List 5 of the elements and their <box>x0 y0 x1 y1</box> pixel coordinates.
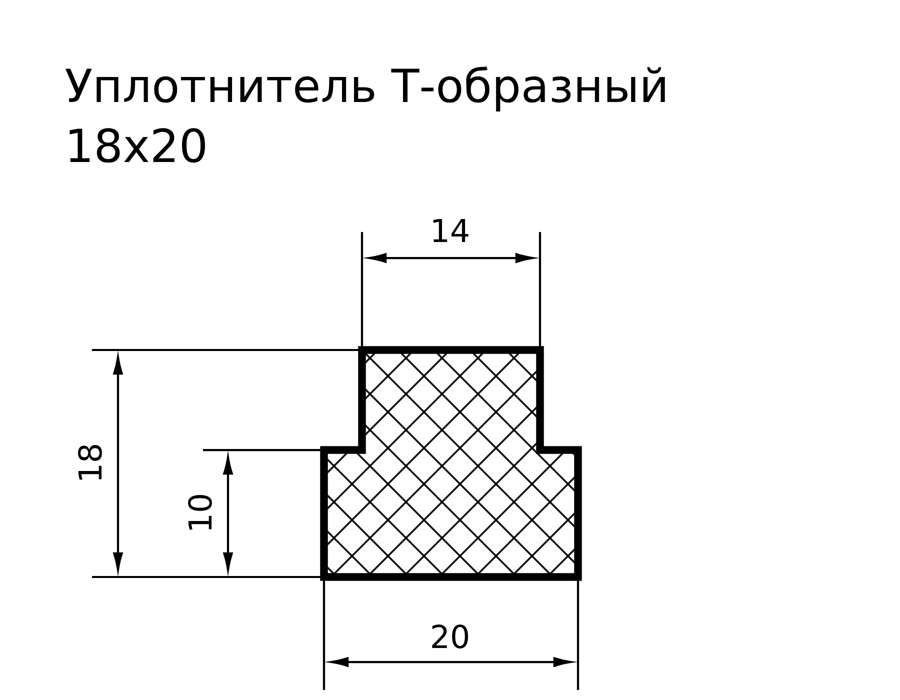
dimension-label: 20 <box>432 624 468 648</box>
size-label: 18x20 <box>70 128 206 163</box>
dimension-label: 14 <box>433 218 468 242</box>
dimension-label: 18 <box>78 445 102 480</box>
title: Уплотнитель Т-образный <box>65 66 665 112</box>
